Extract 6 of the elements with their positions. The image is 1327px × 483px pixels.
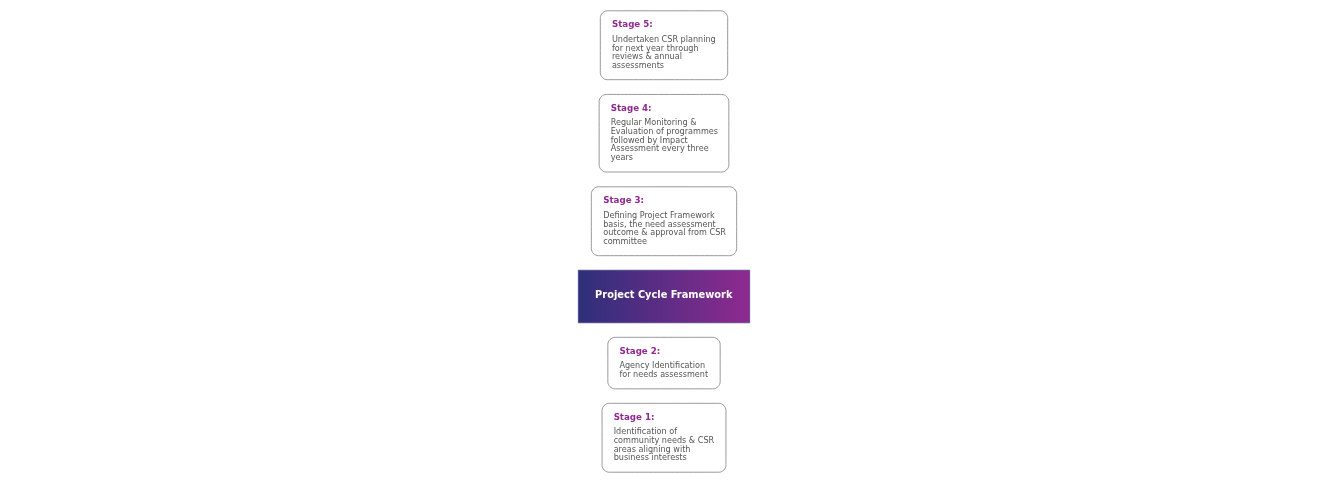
node-box: Project Cycle Framework: [577, 269, 750, 324]
node-box: Stage 4: Regular Monitoring & Evaluation of programmes followed by Impact Assessment every three years: [598, 94, 729, 173]
node-box: Stage 1: Identification of community needs & CSR areas aligning with business interests: [601, 402, 726, 473]
node-box: Stage 3: Defining Project Framework basis, the need assessment outcome & approval from CSR committee: [590, 186, 737, 257]
node-box: Stage 5: Undertaken CSR planning for next year through reviews & annual assessments: [599, 10, 728, 81]
node-box: Stage 2: Agency Identification for needs assessment: [606, 336, 721, 390]
